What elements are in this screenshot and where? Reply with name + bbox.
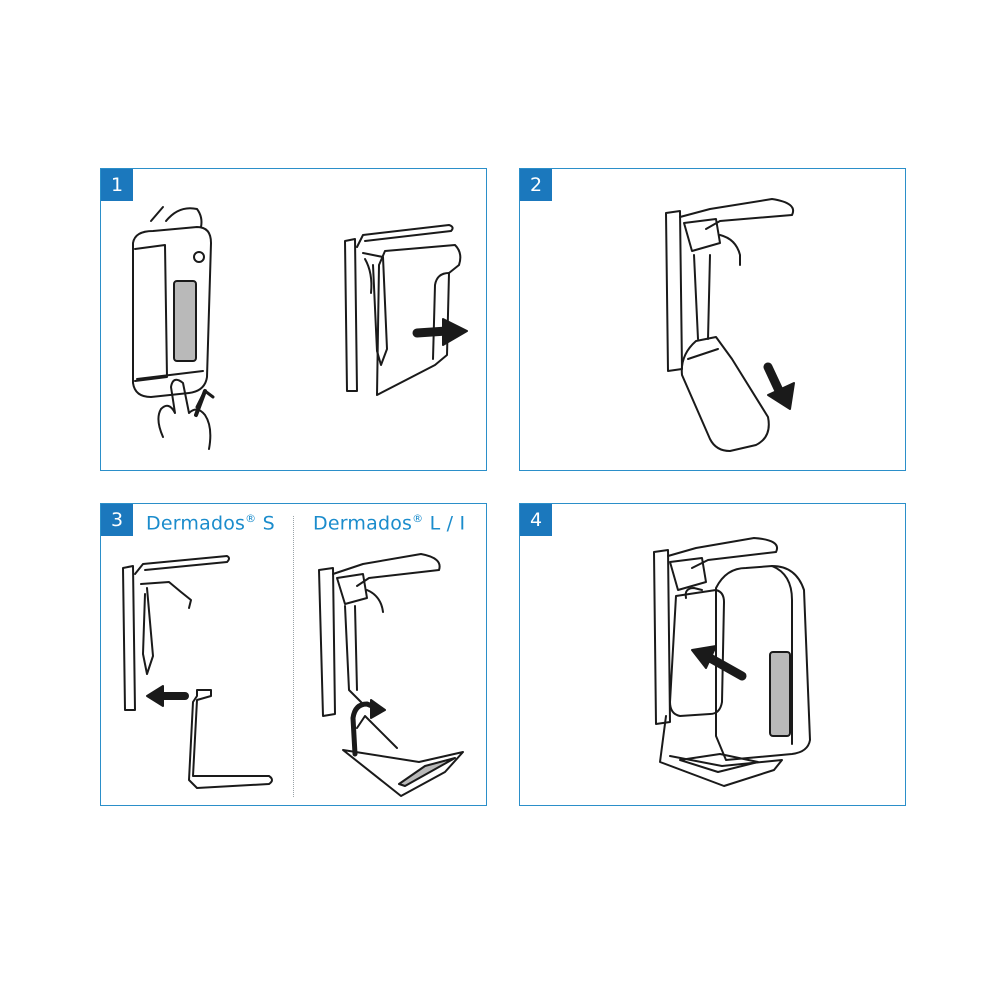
step-3-badge: 3 — [101, 504, 133, 536]
front-cover — [376, 244, 462, 396]
wall-bracket — [653, 537, 778, 725]
step-1-illustration — [132, 206, 468, 450]
step-4-illustration — [653, 537, 811, 787]
step-3-illustration — [122, 553, 464, 797]
step-4-badge: 4 — [520, 504, 552, 536]
wall-bracket — [344, 224, 454, 392]
drip-tray-s — [188, 689, 273, 789]
step-2-panel: 2 — [519, 168, 906, 471]
step-4-panel: 4 — [519, 503, 906, 806]
bracket-li — [318, 553, 441, 717]
arrow-insert-icon — [691, 645, 747, 681]
variant-divider — [293, 516, 294, 797]
step-1-panel: 1 — [100, 168, 487, 471]
bracket-s — [122, 555, 230, 711]
arrow-down-icon — [763, 362, 795, 410]
dispenser-body — [132, 226, 212, 398]
hand-press — [157, 378, 212, 450]
variant-s-label: Dermados® S — [146, 512, 275, 535]
hand-top — [150, 206, 203, 228]
fill-window — [769, 651, 791, 737]
arrow-right-icon — [412, 318, 468, 346]
fill-window — [173, 280, 197, 362]
arrow-left-icon — [146, 685, 189, 707]
bottle — [669, 587, 725, 717]
step-2-illustration — [665, 198, 795, 452]
wall-bracket — [665, 198, 794, 372]
dispenser-housing — [715, 565, 811, 761]
drip-tray-li — [342, 715, 464, 797]
step-1-badge: 1 — [101, 169, 133, 201]
step-3-panel: 3 Dermados® S Dermados® L / I — [100, 503, 487, 806]
bottle — [680, 336, 770, 452]
step-2-badge: 2 — [520, 169, 552, 201]
arrow-curved-icon — [350, 699, 386, 757]
variant-li-label: Dermados® L / I — [313, 512, 466, 535]
drip-tray — [659, 715, 783, 787]
